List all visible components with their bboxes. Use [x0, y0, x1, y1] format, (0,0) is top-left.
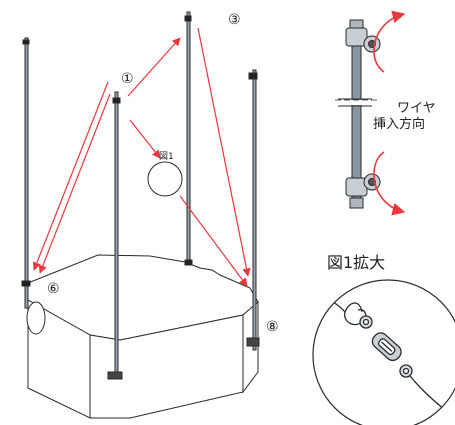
post-left: [24, 37, 29, 309]
wire-label-line1: ワイヤ: [397, 101, 436, 116]
route-arrow-6: [129, 119, 161, 159]
post-left-cap: [22, 39, 30, 45]
fig1-marker-label: 図1: [159, 151, 174, 162]
post-back-cap: [184, 15, 192, 22]
fig1-marker-circle: [147, 161, 183, 197]
wire-route-arrows: [32, 27, 251, 287]
route-arrow-3: [179, 195, 248, 287]
route-arrow-1: [127, 37, 181, 97]
fig1-enlarged-title: 図1拡大: [327, 253, 385, 272]
post-front-cap: [112, 97, 121, 104]
wire-label-line2: 挿入方向: [373, 116, 425, 132]
post-back: [186, 11, 191, 266]
route-arrow-2: [197, 27, 251, 277]
step-6-label: ⑥: [47, 281, 60, 297]
route-arrow-5: [38, 93, 111, 274]
post-front: [114, 91, 119, 379]
step-1-label: ①: [121, 71, 134, 87]
route-arrow-4: [32, 81, 109, 271]
post-front-foot: [107, 371, 123, 380]
wire-insertion-arrows: [373, 10, 406, 216]
step-8-label: ⑧: [266, 319, 279, 335]
post-right: [252, 69, 257, 351]
base-side-opening: [26, 301, 46, 335]
post-left-clip: [21, 280, 31, 287]
post-right-foot: [246, 337, 260, 347]
post-right-cap: [248, 72, 258, 80]
base-box: [26, 254, 259, 419]
posts: [21, 11, 260, 380]
step-3-label: ③: [228, 12, 241, 28]
post-back-clip: [184, 259, 193, 266]
